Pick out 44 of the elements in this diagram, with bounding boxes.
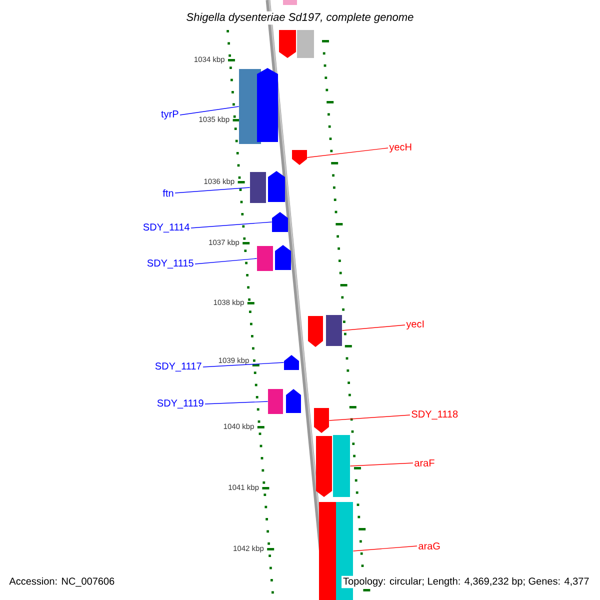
leader-line bbox=[194, 258, 258, 264]
gene-feature bbox=[272, 212, 288, 232]
gene-label: SDY_1118 bbox=[412, 410, 458, 420]
gene-feature bbox=[279, 30, 296, 58]
gene-feature bbox=[257, 68, 278, 142]
leader-line bbox=[190, 222, 272, 228]
gene-feature bbox=[286, 389, 301, 413]
gene-label: yecH bbox=[389, 144, 412, 152]
gene-label: tyrP bbox=[161, 110, 178, 120]
gene-feature bbox=[275, 245, 291, 270]
leader-line bbox=[352, 546, 418, 552]
gene-feature bbox=[284, 355, 299, 370]
gene-label: araF bbox=[414, 460, 434, 466]
leader-line bbox=[342, 324, 406, 331]
gene-feature bbox=[257, 246, 273, 271]
gene-feature bbox=[268, 171, 285, 202]
gene-label: araG bbox=[418, 542, 440, 550]
gene-label: SDY_1119 bbox=[157, 400, 204, 408]
genome-info-text: Topology: circular; Length: 4,369,232 bp; Genes: 4,377 bbox=[342, 576, 591, 588]
accession-text: Accession: NC_007606 bbox=[9, 577, 114, 587]
leader-line bbox=[204, 401, 268, 404]
gene-label: yecI bbox=[406, 320, 424, 330]
gene-feature bbox=[319, 502, 336, 600]
gene-feature bbox=[250, 172, 266, 203]
gene-feature bbox=[268, 389, 283, 414]
gene-label: SDY_1115 bbox=[147, 260, 194, 268]
gene-label: SDY_1114 bbox=[143, 224, 190, 232]
gene-feature bbox=[297, 30, 314, 58]
gene-feature bbox=[283, 0, 297, 5]
gene-feature bbox=[308, 316, 323, 347]
leader-line bbox=[180, 106, 240, 116]
gene-feature bbox=[333, 435, 350, 497]
gene-feature bbox=[316, 436, 332, 497]
leader-line bbox=[174, 187, 250, 194]
gene-feature bbox=[292, 150, 307, 165]
leader-line bbox=[202, 362, 284, 368]
gene-label: SDY_1117 bbox=[155, 362, 202, 372]
gene-label: ftn bbox=[162, 189, 174, 197]
leader-line bbox=[306, 148, 388, 158]
leader-line bbox=[328, 414, 410, 421]
gene-feature bbox=[326, 315, 342, 346]
gene-feature bbox=[314, 408, 329, 433]
title: Shigella dysenteriae Sd197, complete genome bbox=[184, 11, 416, 25]
leader-line bbox=[350, 462, 414, 466]
